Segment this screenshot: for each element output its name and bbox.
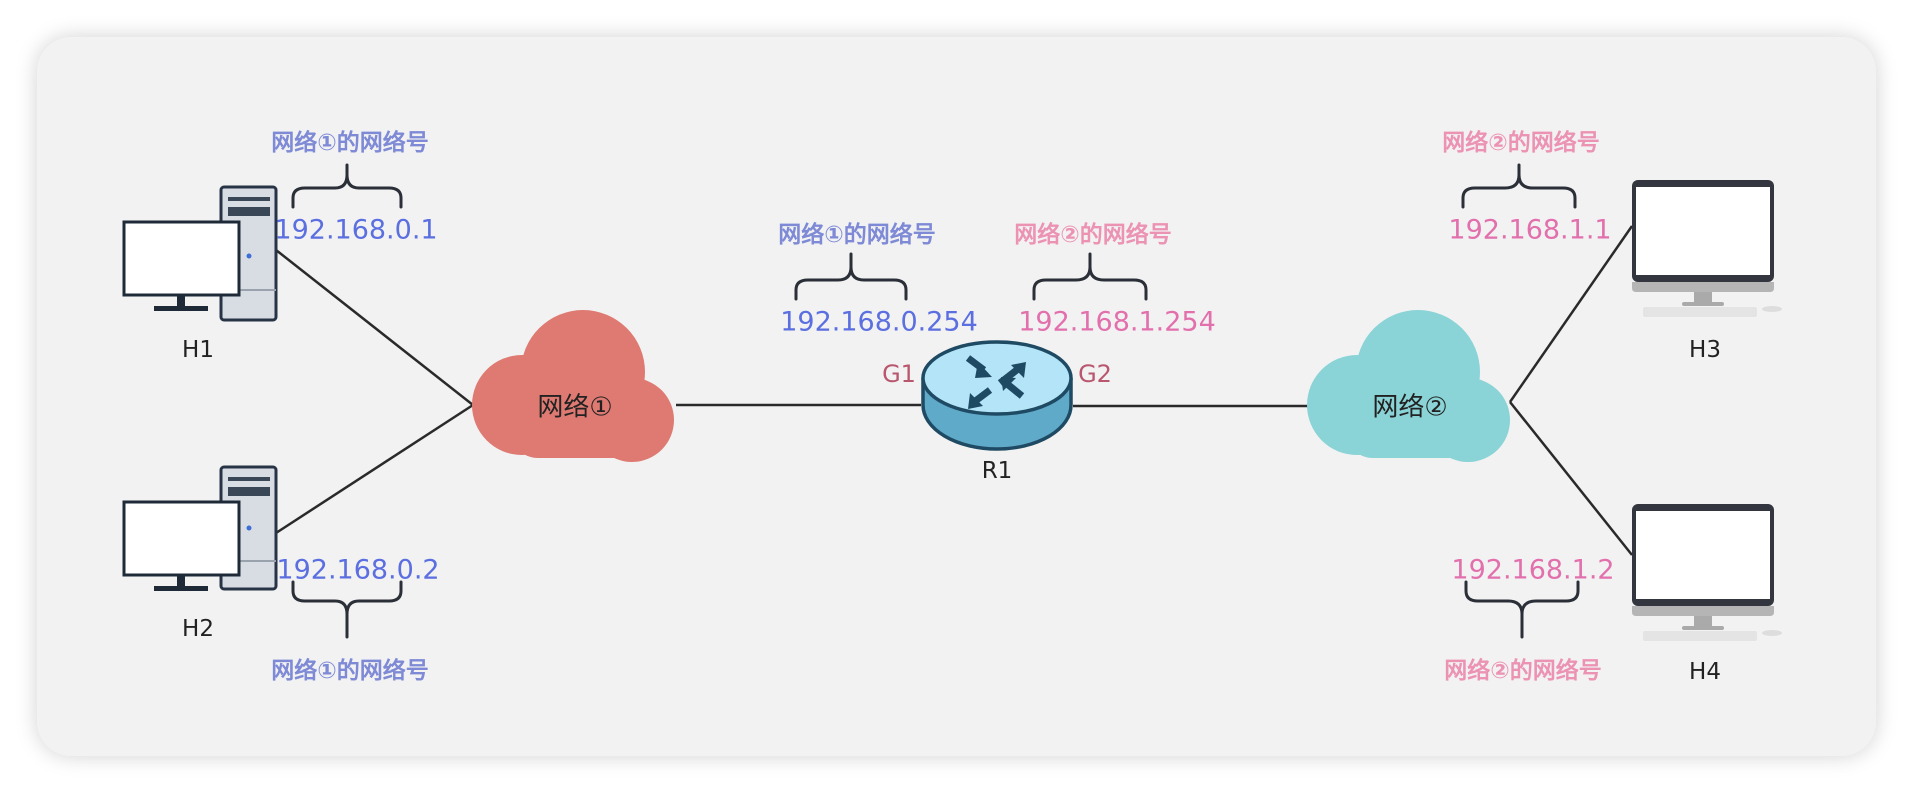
h3-label: H3 [1689, 337, 1721, 363]
brace-g1 [794, 252, 908, 301]
brace-h3 [1461, 163, 1577, 209]
link-h1-net1 [275, 249, 474, 406]
h4-label: H4 [1689, 659, 1721, 685]
h1-network-label: 网络①的网络号 [271, 130, 429, 156]
net2-label: 网络② [1372, 392, 1448, 423]
link-net2-h4 [1509, 401, 1633, 556]
brace-g2 [1032, 252, 1148, 301]
h3-computer-icon [1632, 180, 1782, 317]
port-g1-label: G1 [882, 360, 916, 388]
h3-network-label: 网络②的网络号 [1442, 130, 1600, 156]
net1-cloud-icon [472, 310, 674, 462]
brace-h1 [291, 163, 403, 209]
h3-ip: 192.168.1.1 [1448, 214, 1612, 246]
brace-h2 [291, 580, 403, 639]
h2-computer-icon [122, 465, 278, 591]
link-h2-net1 [275, 403, 474, 535]
h4-ip: 192.168.1.2 [1451, 554, 1615, 586]
h1-computer-icon [122, 185, 278, 322]
g1-ip: 192.168.0.254 [780, 306, 978, 338]
g1-network-label: 网络①的网络号 [778, 222, 936, 248]
h4-network-label: 网络②的网络号 [1444, 658, 1602, 684]
brace-h4 [1464, 580, 1580, 639]
net1-label: 网络① [537, 392, 613, 423]
router-label: R1 [981, 458, 1013, 484]
g2-ip: 192.168.1.254 [1018, 306, 1216, 338]
h1-label: H1 [182, 337, 214, 363]
h2-ip: 192.168.0.2 [276, 554, 440, 586]
h1-ip: 192.168.0.1 [274, 214, 438, 246]
link-net2-h3 [1508, 225, 1634, 403]
port-g2-label: G2 [1078, 360, 1112, 388]
h2-network-label: 网络①的网络号 [271, 658, 429, 684]
g2-network-label: 网络②的网络号 [1014, 222, 1172, 248]
router-icon [921, 340, 1073, 451]
h2-label: H2 [182, 616, 214, 642]
net2-cloud-icon [1307, 310, 1510, 462]
h4-computer-icon [1632, 504, 1782, 641]
